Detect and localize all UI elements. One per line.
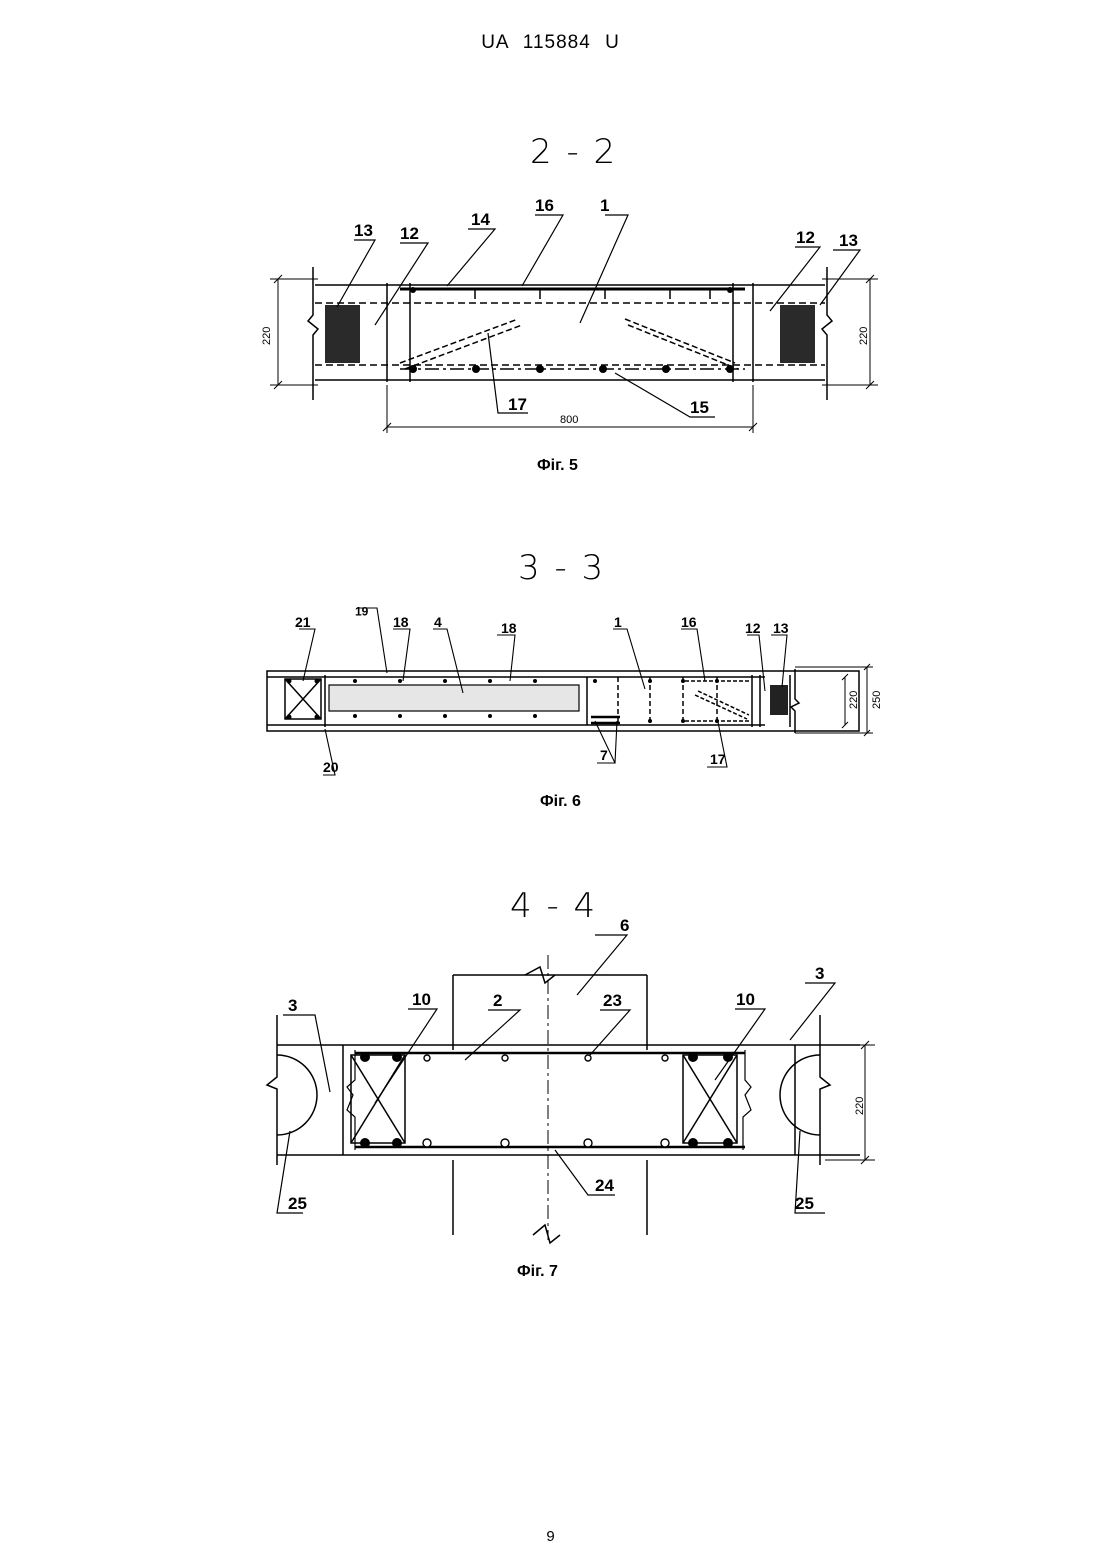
block-13-right (780, 305, 815, 363)
figure-7-drawing: 3 10 2 23 10 3 6 25 24 25 220 (255, 905, 885, 1245)
section-title-3-3: 3 - 3 (518, 548, 605, 588)
callout-12-right: 12 (796, 228, 815, 247)
callout-17: 17 (710, 751, 726, 767)
callout-4: 4 (434, 614, 442, 630)
callout-21: 21 (295, 614, 311, 630)
callout-3-left: 3 (288, 996, 297, 1015)
callout-6: 6 (620, 916, 629, 935)
callout-23: 23 (603, 991, 622, 1010)
callout-20: 20 (323, 759, 339, 775)
callout-17: 17 (508, 395, 527, 414)
callout-7: 7 (600, 747, 608, 763)
dimension-width-bottom: 800 (560, 414, 578, 426)
page-number: 9 (0, 1528, 1101, 1545)
insulation-4 (329, 685, 579, 711)
callout-13: 13 (773, 620, 789, 636)
dimension-inner-height: 220 (848, 691, 860, 709)
callout-18-right: 18 (501, 620, 517, 636)
figure-5-caption: Фіг. 5 (537, 457, 578, 475)
block-13 (770, 685, 788, 715)
dimension-height-left: 220 (261, 327, 273, 345)
callout-18-left: 18 (393, 614, 409, 630)
callout-24: 24 (595, 1176, 614, 1195)
section-title-2-2: 2 - 2 (530, 132, 617, 172)
callout-10-right: 10 (736, 990, 755, 1009)
dimension-height-right: 220 (858, 327, 870, 345)
dimension-outer-height: 250 (871, 691, 883, 709)
dimension-height: 220 (854, 1097, 866, 1115)
callout-1: 1 (614, 614, 622, 630)
callout-25-right: 25 (795, 1194, 814, 1213)
callout-19: 19 (355, 605, 369, 619)
figure-6-caption: Фіг. 6 (540, 793, 581, 811)
callout-12: 12 (745, 620, 761, 636)
callout-25-left: 25 (288, 1194, 307, 1213)
callout-12-left: 12 (400, 224, 419, 243)
block-13-left (325, 305, 360, 363)
callout-13-right: 13 (839, 231, 858, 250)
callout-16: 16 (681, 614, 697, 630)
callout-14: 14 (471, 210, 490, 229)
callout-3-right: 3 (815, 964, 824, 983)
callout-1: 1 (600, 196, 609, 215)
callout-10-left: 10 (412, 990, 431, 1009)
callout-2: 2 (493, 991, 502, 1010)
callout-15: 15 (690, 398, 709, 417)
figure-7-caption: Фіг. 7 (517, 1263, 558, 1281)
figure-6-drawing: 21 19 18 4 18 1 16 12 13 20 7 17 220 250 (255, 605, 890, 785)
callout-13-left: 13 (354, 221, 373, 240)
callout-16: 16 (535, 196, 554, 215)
patent-number-header: UA 115884 U (0, 32, 1101, 54)
figure-5-drawing: 13 12 14 16 1 12 13 17 15 220 220 800 (250, 195, 890, 440)
